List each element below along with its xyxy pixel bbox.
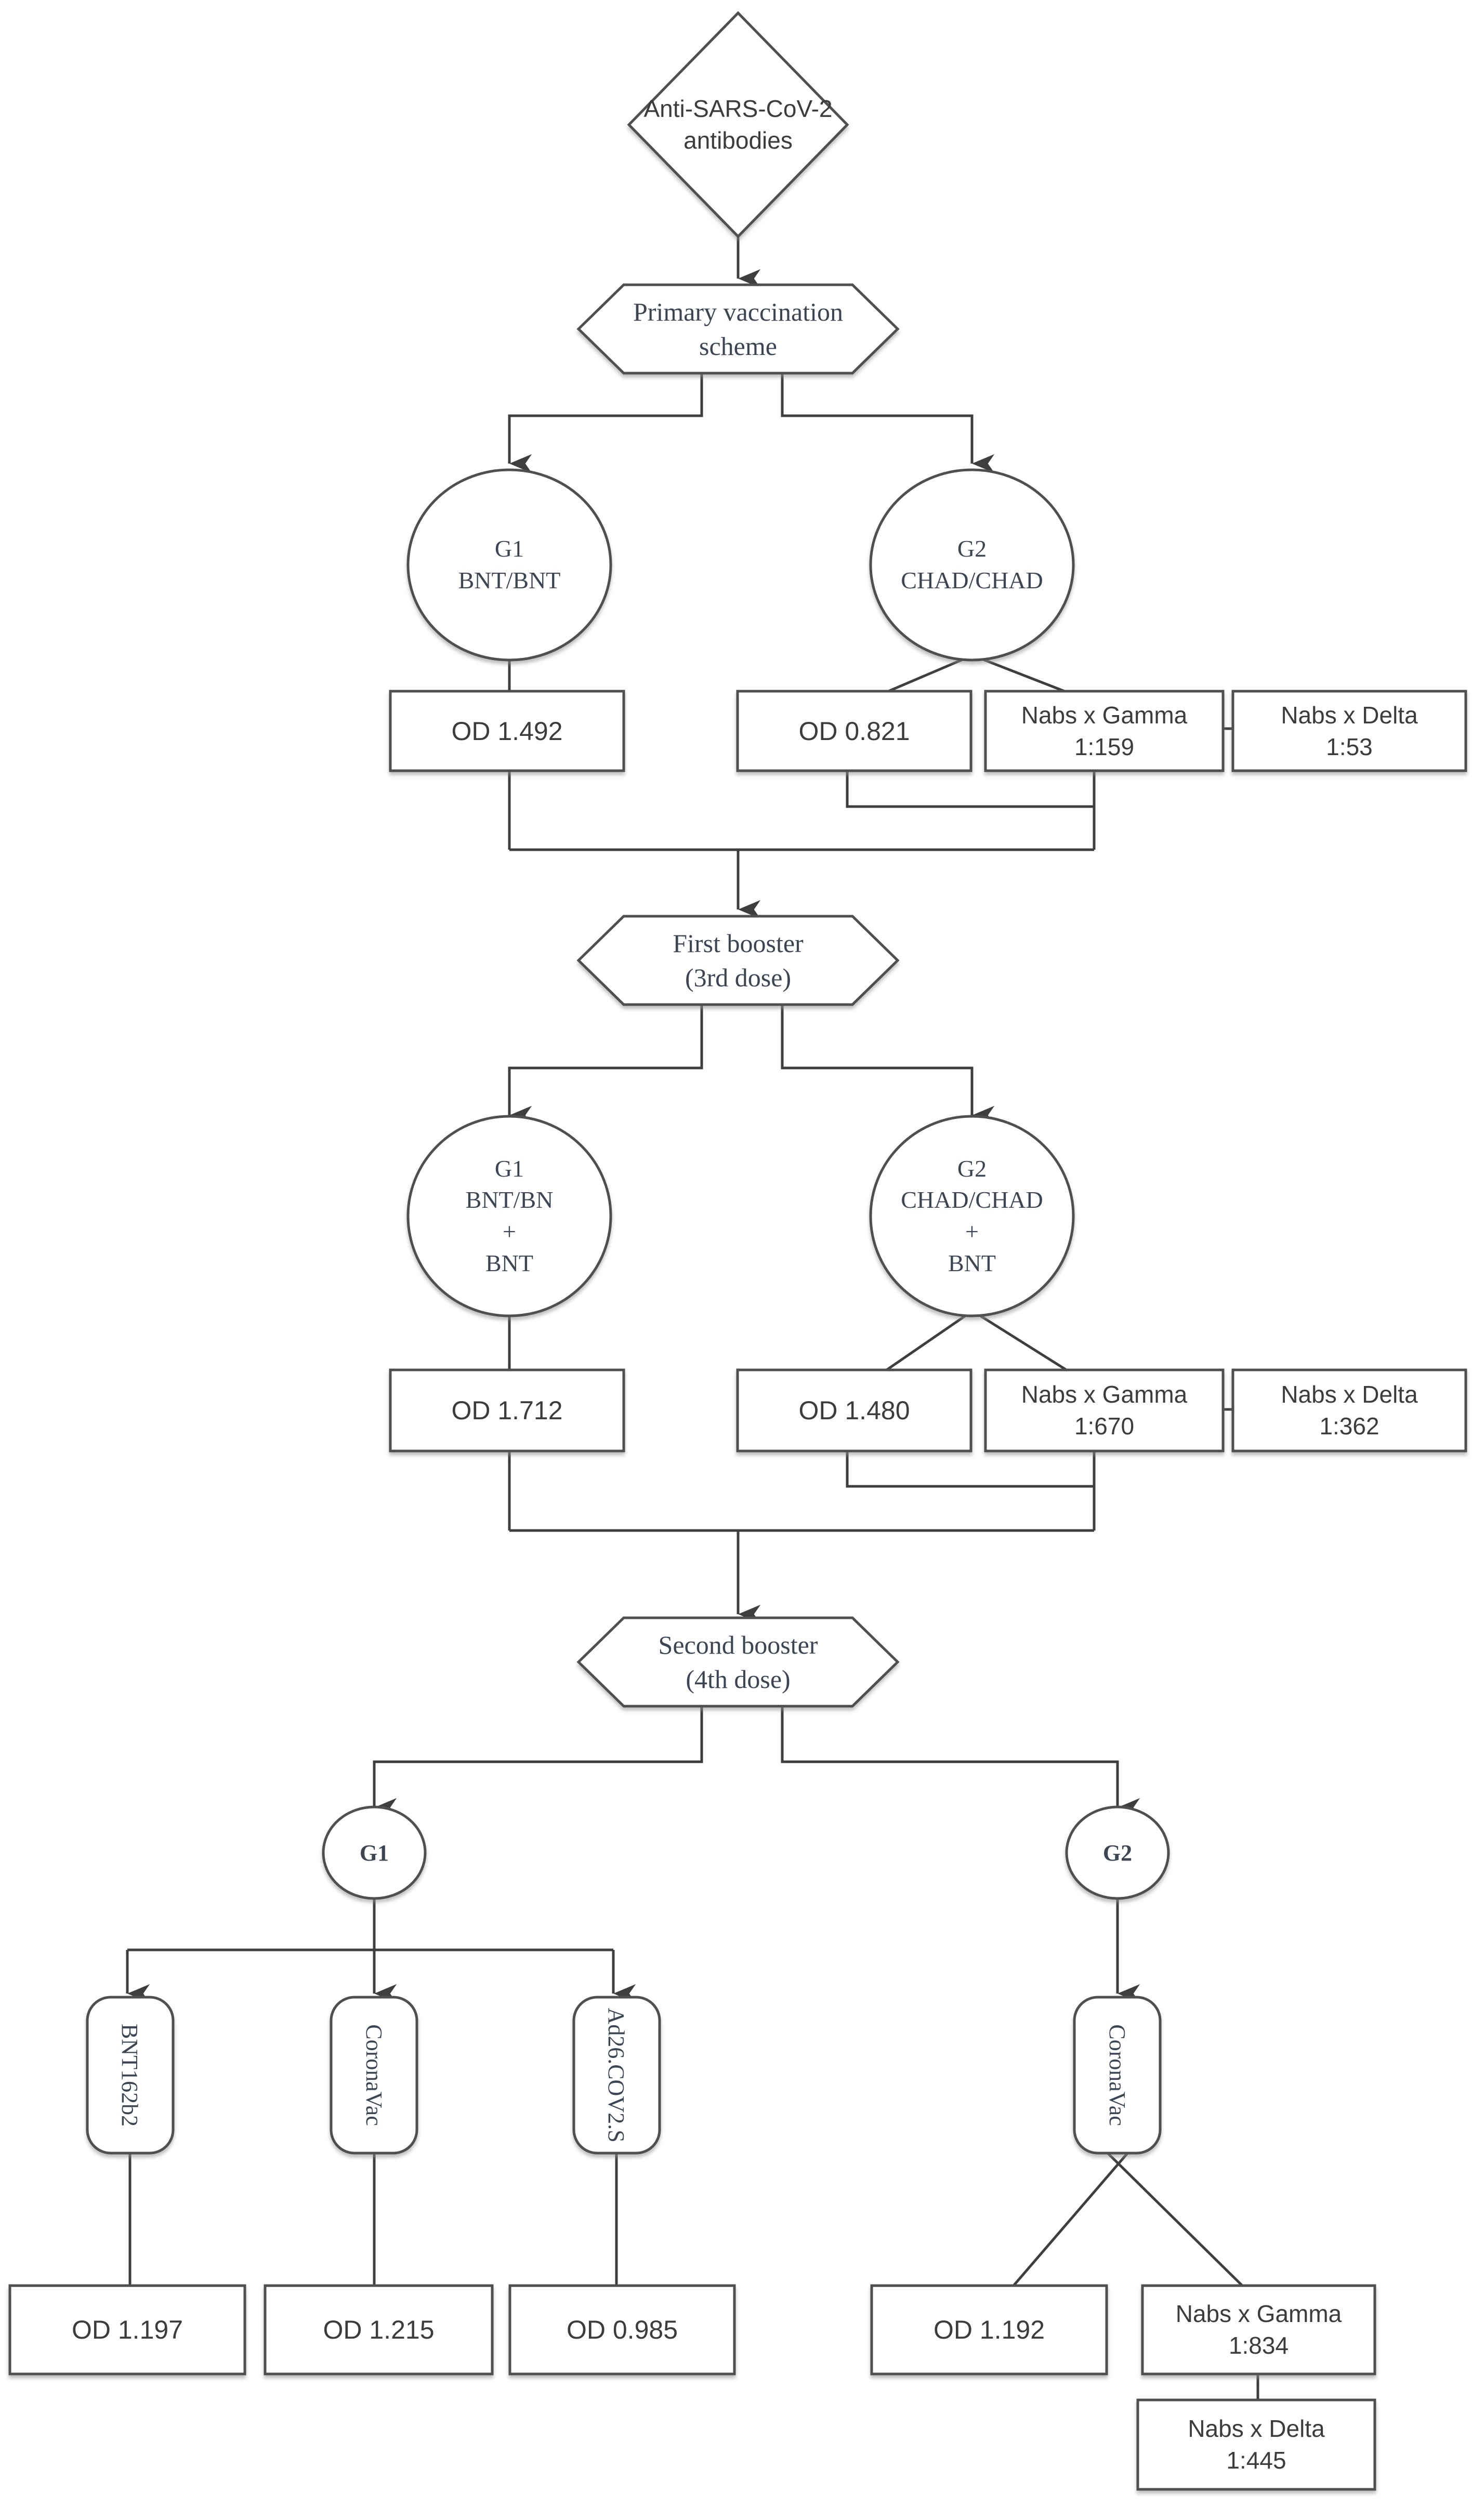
box-nabs-gamma-booster2 [1141,2284,1376,2376]
box-od-g2-primary [736,690,972,772]
box-vaccine-coronavac-g1 [330,1996,418,2155]
box-vaccine-coronavac-g2 [1073,1996,1162,2155]
shapes [8,11,1467,2491]
box-od-bnt162b2 [8,2284,246,2376]
box-od-g1-primary [389,690,625,772]
box-vaccine-ad26 [572,1996,661,2155]
edge-g2vac-gamma [1105,2150,1243,2287]
hexagon-stage2 [576,915,900,1006]
circle-g1-booster1 [406,1115,612,1317]
box-nabs-delta-booster2 [1136,2398,1376,2491]
box-od-ad26 [508,2284,736,2376]
hexagon-stage3 [576,1616,900,1708]
edge-stage3-g2 [781,1706,1140,1817]
box-nabs-delta-booster1 [1231,1368,1467,1453]
circle-g2-primary [869,468,1075,662]
circle-g1-primary [406,468,612,662]
edge-stage2-g2 [781,1005,995,1125]
box-od-coronavac-g1 [264,2284,494,2376]
edge-stage1-g1 [508,373,703,473]
edge-stage1-g2 [781,373,995,473]
box-vaccine-bnt162b2 [86,1996,175,2155]
box-od-g1-booster1 [389,1368,625,1453]
circle-g2-booster2 [1065,1805,1170,1900]
edge-g2vac-od [1013,2150,1130,2287]
box-nabs-gamma-primary [984,690,1225,772]
diamond-root [627,11,849,239]
circle-g1-booster2 [322,1805,427,1900]
box-nabs-delta-primary [1231,690,1467,772]
edge-stage2-g1 [508,1005,703,1125]
box-od-g2-booster1 [736,1368,972,1453]
merge2-elbow [846,1451,1094,1488]
box-od-coronavac-g2 [870,2284,1108,2376]
circle-g2-booster1 [869,1115,1075,1317]
edge-stage3-g1 [373,1706,703,1817]
hexagon-stage1 [576,283,900,375]
merge1-elbow [846,771,1094,808]
box-nabs-gamma-booster1 [984,1368,1225,1453]
